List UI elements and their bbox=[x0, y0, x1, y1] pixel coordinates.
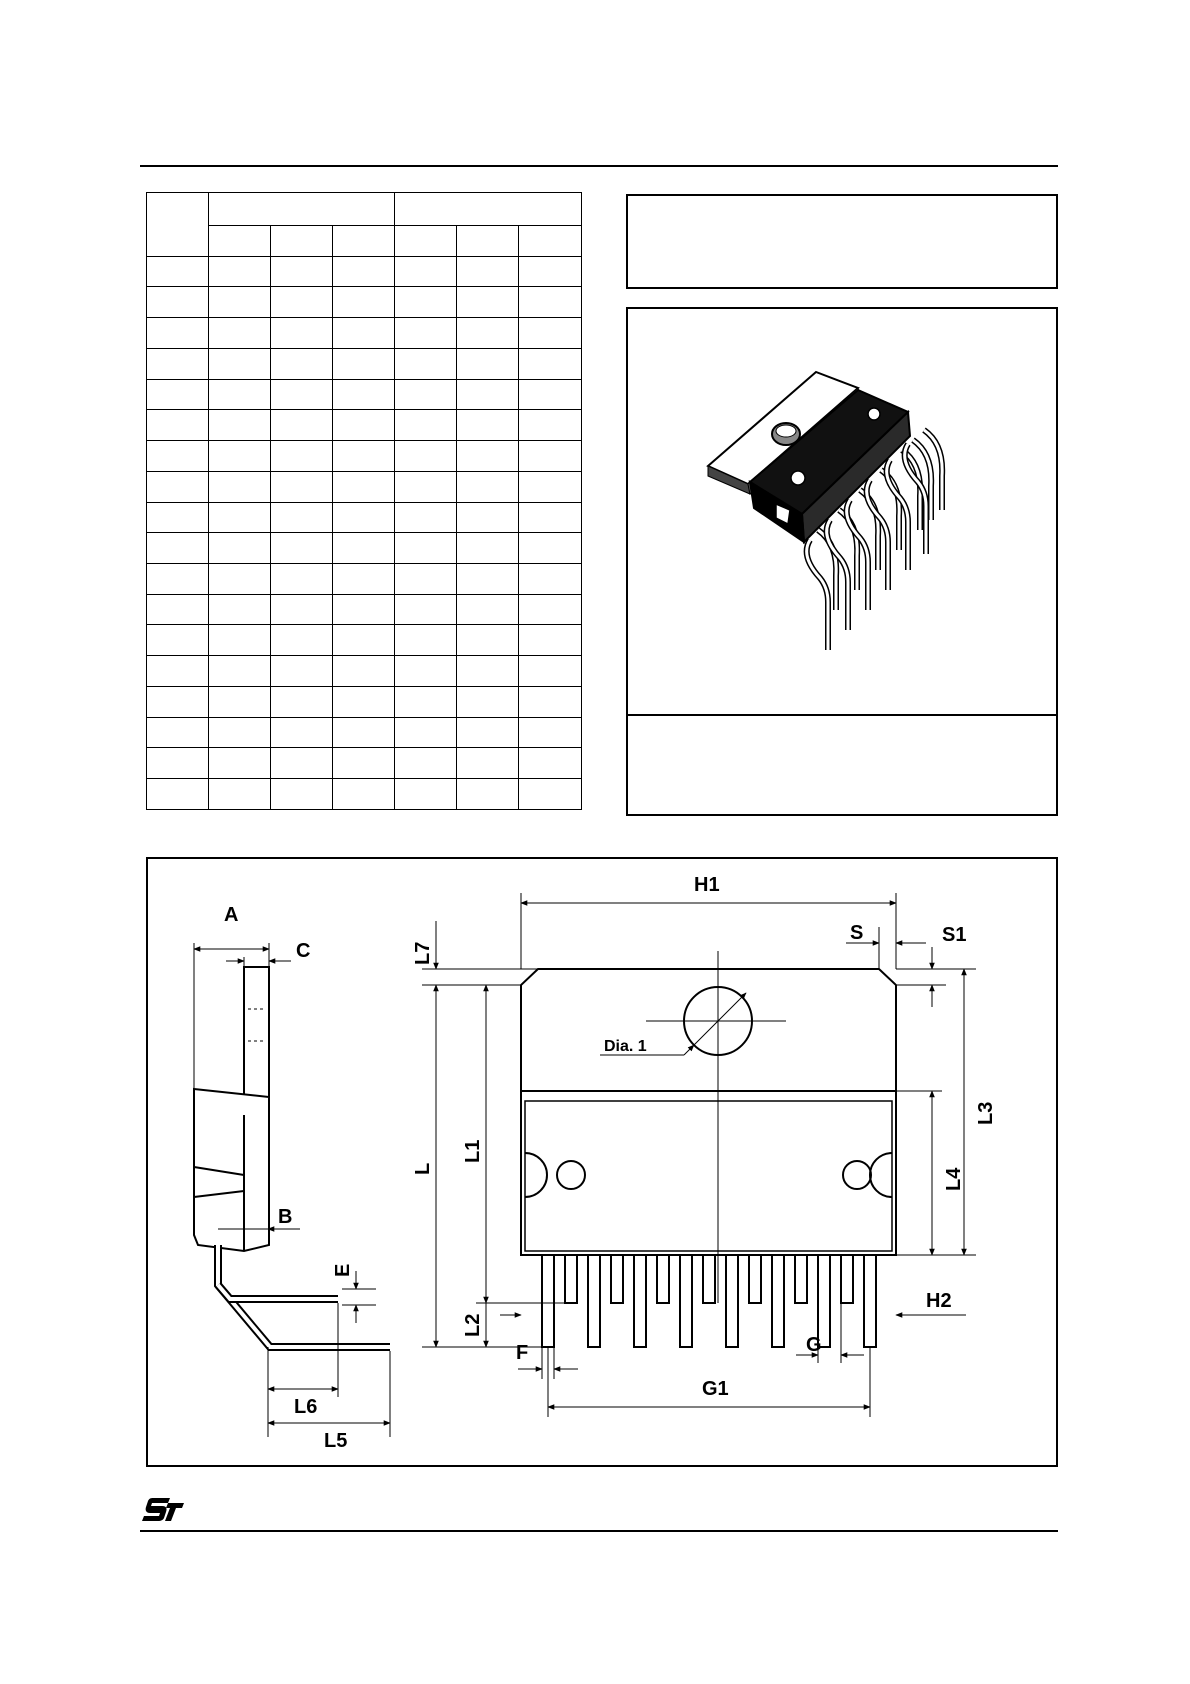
table-row bbox=[146, 747, 583, 780]
dim-label-l5: L5 bbox=[324, 1430, 347, 1452]
table-row bbox=[146, 563, 583, 595]
dim-label-l2: L2 bbox=[462, 1314, 484, 1337]
package-image-box bbox=[626, 307, 1058, 816]
dim-label-l: L bbox=[412, 1163, 434, 1175]
dim-label-l6: L6 bbox=[294, 1396, 317, 1418]
table-row bbox=[146, 409, 583, 442]
table-row bbox=[146, 716, 583, 749]
table-header-row bbox=[146, 192, 583, 257]
side-view-dimensions bbox=[193, 943, 391, 1437]
package-title-box bbox=[626, 194, 1058, 289]
bottom-rule bbox=[140, 1530, 1058, 1532]
dim-label-g: G bbox=[806, 1334, 822, 1356]
dim-label-l3: L3 bbox=[975, 1102, 997, 1125]
table-row bbox=[146, 624, 583, 657]
table-row bbox=[146, 440, 583, 472]
dim-label-l7: L7 bbox=[412, 942, 434, 965]
table-row bbox=[146, 532, 583, 564]
dimensions-table bbox=[146, 192, 583, 810]
dim-label-c: C bbox=[296, 940, 310, 962]
front-view-pins bbox=[541, 1255, 877, 1348]
table-row bbox=[146, 317, 583, 349]
table-row bbox=[146, 655, 583, 687]
dim-label-l4: L4 bbox=[943, 1167, 965, 1191]
caption-divider bbox=[628, 714, 1056, 716]
dim-label-s: S bbox=[850, 922, 863, 944]
table-subheader-row bbox=[147, 224, 583, 257]
dim-label-l1: L1 bbox=[462, 1140, 484, 1163]
body-hole-right bbox=[867, 407, 881, 421]
dim-label-dia1: Dia. 1 bbox=[604, 1038, 647, 1055]
table-row bbox=[146, 593, 583, 626]
dim-label-e: E bbox=[332, 1264, 354, 1277]
table-row bbox=[146, 501, 583, 534]
table-header-cell bbox=[394, 192, 583, 226]
table-header-cell bbox=[207, 192, 396, 226]
table-row bbox=[146, 255, 583, 288]
table-header-cell bbox=[146, 192, 209, 257]
dim-label-g1: G1 bbox=[702, 1378, 729, 1400]
side-view bbox=[193, 966, 390, 1351]
table-row bbox=[146, 685, 583, 718]
table-row bbox=[146, 347, 583, 380]
package-illustration bbox=[706, 370, 946, 650]
dim-label-s1: S1 bbox=[942, 924, 966, 946]
front-view bbox=[520, 951, 897, 1303]
top-rule bbox=[140, 165, 1058, 167]
body-hole-left bbox=[790, 470, 806, 486]
table-row bbox=[146, 286, 583, 319]
table-row bbox=[146, 470, 583, 503]
mechanical-drawing: A C B E L6 L5 bbox=[193, 874, 997, 1452]
table-row bbox=[146, 378, 583, 411]
pins-front bbox=[803, 442, 929, 650]
dim-label-b: B bbox=[278, 1206, 292, 1228]
dim-label-h1: H1 bbox=[694, 874, 720, 896]
dim-label-f: F bbox=[516, 1342, 528, 1364]
st-logo bbox=[142, 1498, 184, 1521]
dim-label-a: A bbox=[224, 904, 238, 926]
front-view-dimensions bbox=[422, 893, 976, 1417]
table-row bbox=[146, 778, 583, 810]
dim-label-h2: H2 bbox=[926, 1290, 952, 1312]
